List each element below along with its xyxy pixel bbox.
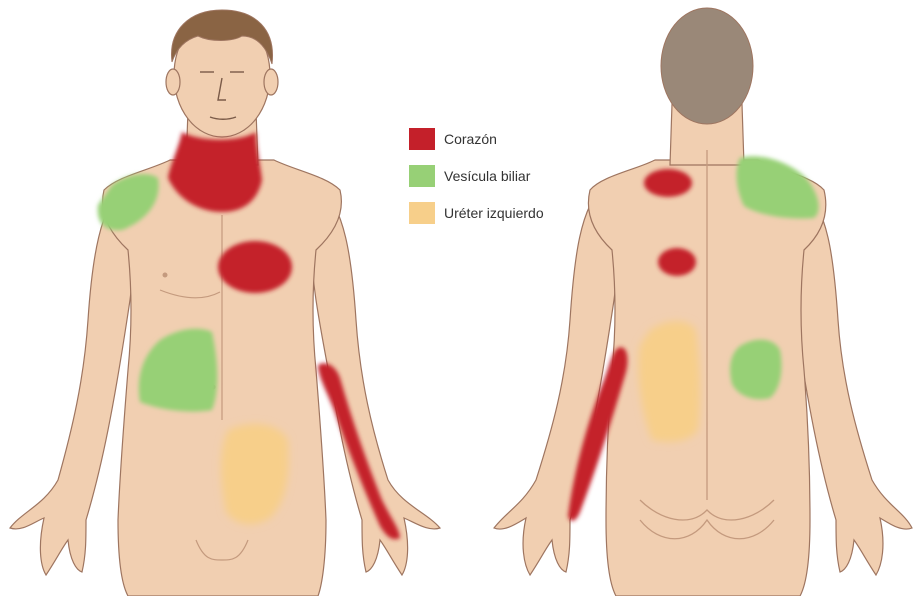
legend-item-heart: Corazón — [409, 128, 544, 150]
front-body-figure — [10, 10, 440, 596]
legend-swatch-heart — [409, 128, 435, 150]
front-heart-chest-area — [218, 241, 292, 293]
legend-label-gallbladder: Vesícula biliar — [444, 168, 530, 184]
legend-label-ureter: Uréter izquierdo — [444, 205, 544, 221]
legend-swatch-gallbladder — [409, 165, 435, 187]
back-gallbladder-lower-area — [730, 340, 781, 400]
back-heart-mid-area — [658, 248, 696, 276]
back-head — [661, 8, 753, 124]
legend-item-ureter: Uréter izquierdo — [409, 202, 544, 224]
legend-label-heart: Corazón — [444, 131, 497, 147]
back-left-arm — [494, 185, 620, 575]
back-heart-upper-area — [644, 169, 692, 197]
back-body-figure — [494, 8, 912, 596]
legend-swatch-ureter — [409, 202, 435, 224]
back-ureter-area — [639, 321, 701, 442]
front-ear-left — [166, 69, 180, 95]
legend: Corazón Vesícula biliar Uréter izquierdo — [409, 128, 544, 239]
legend-item-gallbladder: Vesícula biliar — [409, 165, 544, 187]
front-right-arm — [10, 185, 136, 575]
front-ear-right — [264, 69, 278, 95]
